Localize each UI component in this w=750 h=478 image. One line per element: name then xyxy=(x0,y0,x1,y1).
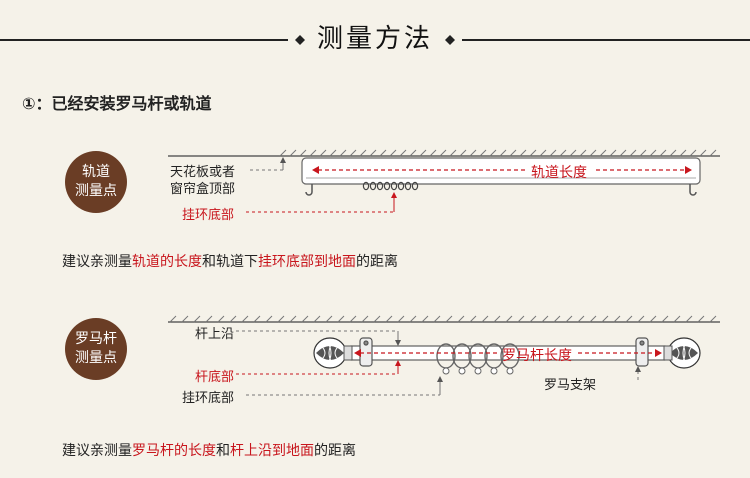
rod-top-label: 杆上沿 xyxy=(195,327,235,342)
instruction-highlight: 轨道的长度 xyxy=(132,254,202,270)
instruction-text: 的距离 xyxy=(356,254,398,270)
track-measure-badge: 轨道 测量点 xyxy=(65,151,127,213)
rod-length-label: 罗马杆长度 xyxy=(502,348,572,364)
badge-line: 测量点 xyxy=(75,183,117,199)
header-divider xyxy=(0,35,750,45)
hook-bottom-label: 挂环底部 xyxy=(182,208,235,223)
instruction-text: 和 xyxy=(216,443,230,459)
page-title: 测量方法 xyxy=(316,24,433,54)
rod-measure-badge: 罗马杆 测量点 xyxy=(65,318,127,380)
instruction-text: 建议亲测量 xyxy=(62,254,132,270)
ceiling-label-line1: 天花板或者 xyxy=(170,165,236,180)
instruction-highlight: 挂环底部到地面 xyxy=(258,254,356,270)
rod-diagram xyxy=(168,315,720,396)
badge-line: 轨道 xyxy=(82,164,110,180)
step-heading: ①：已经安装罗马杆或轨道 xyxy=(22,94,212,113)
instruction-text: 的距离 xyxy=(314,443,356,459)
badge-line: 测量点 xyxy=(75,350,117,366)
instruction-text: 和轨道下 xyxy=(202,254,258,270)
badge-line: 罗马杆 xyxy=(75,331,117,347)
rod-bottom-label: 杆底部 xyxy=(195,370,235,385)
bracket-label: 罗马支架 xyxy=(544,378,597,393)
ring-bottom-label: 挂环底部 xyxy=(182,391,235,406)
instruction-highlight: 杆上沿到地面 xyxy=(230,443,314,459)
ceiling-label-line2: 窗帘盒顶部 xyxy=(170,182,236,197)
track-diagram xyxy=(168,149,720,213)
instruction-text: 建议亲测量 xyxy=(62,443,132,459)
track-instruction: 建议亲测量轨道的长度和轨道下挂环底部到地面的距离 xyxy=(62,251,398,271)
instruction-highlight: 罗马杆的长度 xyxy=(132,443,216,459)
rod-instruction: 建议亲测量罗马杆的长度和杆上沿到地面的距离 xyxy=(62,440,356,460)
track-length-label: 轨道长度 xyxy=(531,165,587,181)
